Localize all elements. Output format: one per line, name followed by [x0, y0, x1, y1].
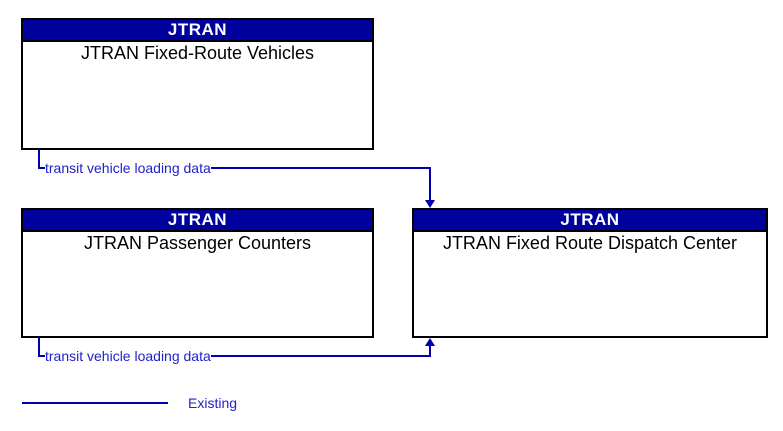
entity-header: JTRAN: [23, 20, 372, 42]
entity-box-jtran-passenger-counters[interactable]: JTRAN JTRAN Passenger Counters: [21, 208, 374, 338]
entity-header: JTRAN: [414, 210, 766, 232]
flow1-stub-line: [38, 149, 40, 169]
entity-box-jtran-fixed-route-vehicles[interactable]: JTRAN JTRAN Fixed-Route Vehicles: [21, 18, 374, 150]
flow1-vertical-line: [429, 167, 431, 202]
flow1-horizontal-line: [38, 167, 431, 169]
legend-existing-label: Existing: [188, 395, 238, 411]
flow2-label[interactable]: transit vehicle loading data: [45, 348, 211, 364]
flow2-horizontal-line: [38, 355, 431, 357]
entity-title: JTRAN Fixed-Route Vehicles: [80, 43, 315, 63]
entity-box-jtran-fixed-route-dispatch-center[interactable]: JTRAN JTRAN Fixed Route Dispatch Center: [412, 208, 768, 338]
flow1-label[interactable]: transit vehicle loading data: [45, 160, 211, 176]
entity-header: JTRAN: [23, 210, 372, 232]
flow2-arrowhead-up-icon: [425, 338, 435, 346]
flow1-arrowhead-down-icon: [425, 200, 435, 208]
flow2-vertical-line: [429, 344, 431, 357]
entity-title: JTRAN Passenger Counters: [83, 233, 312, 253]
flow2-stub-line: [38, 337, 40, 357]
legend-existing-line: [22, 402, 168, 404]
entity-title: JTRAN Fixed Route Dispatch Center: [442, 233, 738, 253]
